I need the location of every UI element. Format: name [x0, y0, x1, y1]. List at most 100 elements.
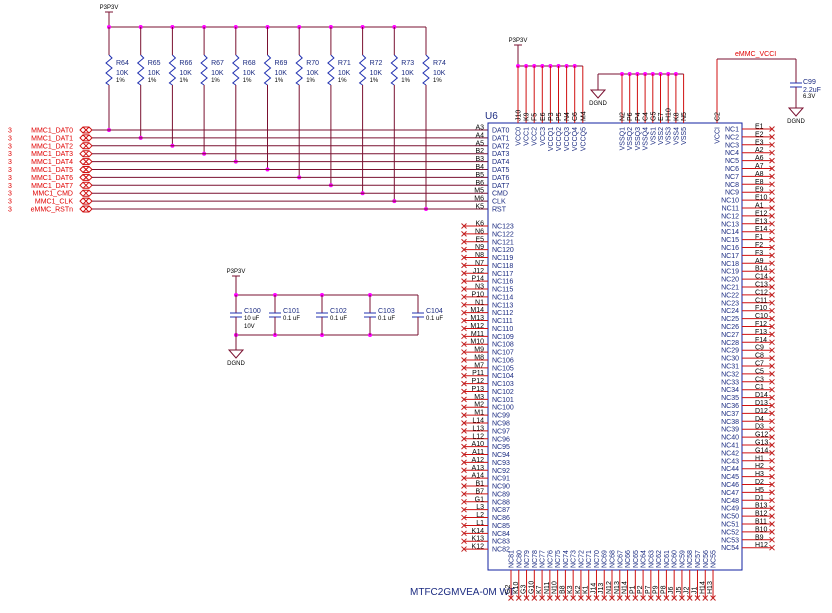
no-connect-icon [461, 231, 467, 237]
pin-name: NC70 [594, 550, 601, 568]
no-connect-icon [461, 372, 467, 379]
no-connect-icon [461, 262, 467, 269]
pin-name: NC73 [571, 550, 578, 568]
pin-name: NC98 [492, 421, 510, 428]
pin-number: C1 [755, 384, 764, 391]
resistor-tolerance: 1% [401, 78, 410, 84]
no-connect-icon [769, 220, 775, 227]
no-connect-icon [769, 489, 775, 496]
no-connect-icon [461, 412, 467, 418]
pin-number: C7 [755, 361, 764, 368]
pin-name: NC48 [721, 498, 739, 505]
pin-name: NC64 [641, 550, 648, 568]
pin-name: NC88 [492, 499, 510, 506]
pin-name: NC40 [721, 435, 739, 442]
pin-number: B14 [755, 266, 768, 273]
no-connect-icon [562, 595, 569, 601]
pin-number: K13 [472, 536, 485, 543]
pin-name: VSS2 [658, 127, 665, 145]
no-connect-icon [593, 595, 600, 601]
resistor-ref: R72 [370, 60, 383, 67]
pin-number: B4 [475, 164, 484, 171]
pin-name: NC29 [721, 348, 739, 355]
pin-number: H2 [755, 463, 764, 470]
pin-number: B9 [755, 534, 764, 541]
no-connect-icon [508, 595, 514, 601]
pin-number: K9 [524, 112, 531, 121]
pin-name: NC96 [492, 436, 510, 443]
pin-number: F2 [755, 242, 763, 249]
pin-number: B12 [755, 511, 768, 518]
pin-number: M13 [470, 315, 484, 322]
resistor-ref: R70 [306, 60, 319, 67]
pin-name: VCC1 [524, 127, 531, 146]
ground-symbol-icon [227, 349, 245, 359]
pin-name: NC77 [540, 550, 547, 568]
pin-name: NC101 [492, 397, 514, 404]
pin-name: NC47 [721, 490, 739, 497]
pin-number: N13 [614, 581, 621, 594]
no-connect-icon [461, 246, 467, 253]
pin-number: B2 [475, 148, 484, 155]
pin-name: DAT5 [492, 167, 509, 174]
pin-number: N11 [544, 582, 551, 594]
off-sheet-connector-icon [79, 150, 93, 158]
pin-name: NC63 [648, 550, 655, 568]
off-sheet-connector-icon [79, 166, 93, 173]
pin-number: C4 [643, 112, 650, 121]
pin-number: J10 [516, 110, 523, 121]
sheet-ref: 3 [8, 175, 12, 182]
no-connect-icon [461, 254, 467, 261]
pin-name: NC57 [695, 550, 702, 568]
pin-number: G3 [521, 585, 528, 594]
pin-number: K5 [475, 204, 484, 211]
pin-number: K8 [673, 112, 680, 121]
resistor-ref: R73 [401, 60, 414, 67]
pin-number: E8 [755, 179, 764, 186]
no-connect-icon [769, 228, 775, 235]
resistor-value: 10K [148, 70, 161, 77]
pin-name: NC7 [725, 174, 739, 181]
pin-number: G1 [475, 496, 484, 503]
capacitor-ref: C104 [426, 308, 443, 315]
pin-name: NC30 [721, 356, 739, 363]
no-connect-icon [461, 530, 467, 537]
pin-number: P14 [472, 276, 485, 283]
pin-name: VCCQ1 [548, 127, 555, 151]
power-net-label: P3P3V [227, 269, 246, 275]
pin-name: NC11 [722, 206, 739, 213]
pin-number: E2 [755, 131, 764, 138]
resistor-tolerance: 1% [243, 78, 252, 84]
no-connect-icon [769, 450, 775, 456]
no-connect-icon [769, 363, 775, 369]
pin-name: NC35 [721, 395, 739, 402]
pin-name: NC28 [721, 340, 739, 347]
no-connect-icon [769, 378, 775, 385]
pin-name: NC83 [492, 539, 510, 546]
no-connect-icon [769, 339, 775, 346]
pin-name: NC110 [492, 326, 513, 333]
pin-name: NC59 [679, 550, 686, 568]
sheet-ref: 3 [8, 191, 12, 198]
pin-name: DAT3 [492, 151, 509, 158]
pin-number: G13 [755, 440, 768, 447]
pin-name: NC68 [610, 550, 617, 568]
no-connect-icon [461, 388, 467, 395]
no-connect-icon [769, 213, 775, 219]
no-connect-icon [578, 595, 584, 601]
no-connect-icon [769, 394, 775, 401]
pin-name: NC52 [721, 529, 739, 536]
pin-name: NC71 [586, 550, 593, 568]
pin-name: NC24 [721, 308, 739, 315]
no-connect-icon [769, 181, 775, 188]
pin-name: DAT6 [492, 175, 509, 182]
no-connect-icon [769, 205, 775, 211]
pin-name: NC22 [721, 292, 739, 299]
no-connect-icon [769, 126, 775, 132]
pin-name: VSSQ1 [620, 127, 627, 150]
no-connect-icon [461, 420, 467, 426]
pin-number: H14 [699, 581, 706, 594]
pin-number: E5 [475, 236, 484, 243]
off-sheet-connector-icon [79, 197, 93, 205]
resistor-icon [390, 54, 399, 86]
